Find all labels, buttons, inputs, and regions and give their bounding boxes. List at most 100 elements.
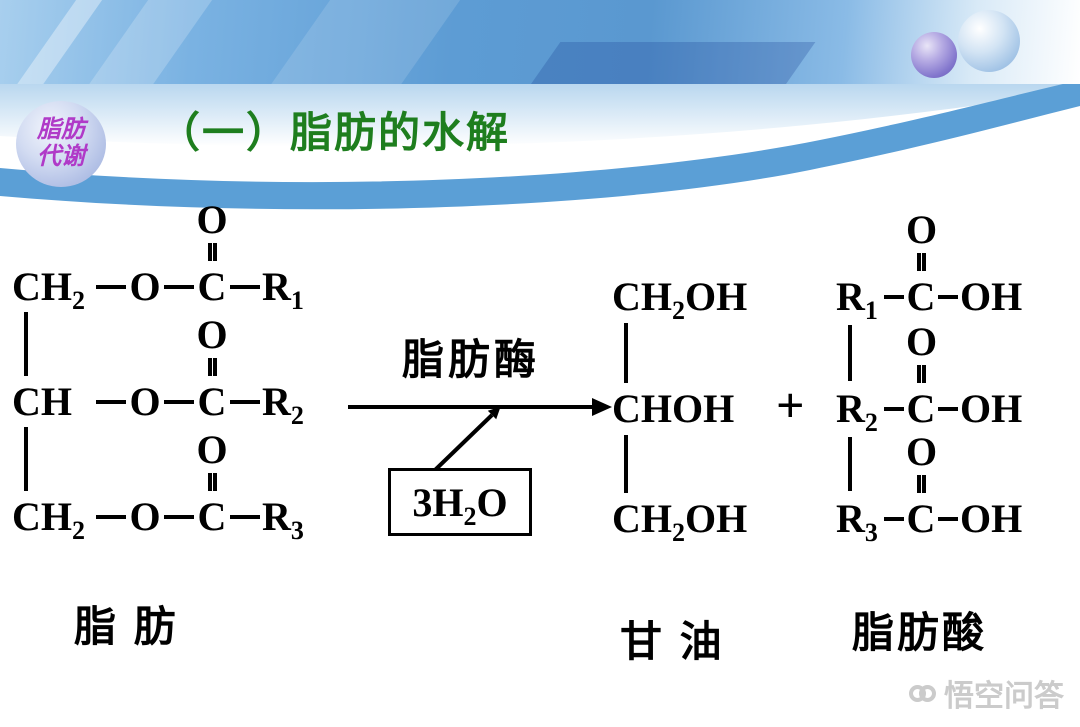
backbone-atoms: CH2 — [12, 264, 94, 314]
oxygen-atom: O — [906, 207, 938, 252]
carbonyl-carbon: C — [196, 380, 228, 424]
water-arrow-line — [432, 413, 494, 473]
vertical-bond — [624, 435, 628, 493]
carbonyl-carbon: C — [906, 275, 936, 319]
glycerol-formula: CH2OH — [612, 274, 748, 324]
oxygen-atom: O — [906, 429, 938, 474]
atom-text: R — [262, 379, 291, 424]
single-bond — [96, 400, 126, 404]
atom-text: OH — [672, 386, 735, 431]
atom-text: OH — [960, 274, 1023, 319]
hydroxyl-group: OH — [960, 387, 1022, 431]
carbonyl-oxygen-group: O — [196, 428, 228, 491]
double-bond-icon — [207, 243, 217, 261]
vertical-bond — [848, 437, 852, 491]
oxygen-atom: O — [196, 197, 228, 242]
acyl-group: R3 — [836, 496, 882, 546]
carbonyl-oxygen-group: O — [906, 319, 938, 383]
formula-text: 3H — [412, 479, 464, 525]
double-bond-icon — [916, 365, 926, 383]
fatty-acid-label: 脂肪酸 — [852, 609, 988, 656]
oxygen-atom: O — [196, 427, 228, 472]
atom-text: R — [262, 264, 291, 309]
glycerol-row-1: CH2OH — [612, 273, 748, 324]
wukong-double-ring-icon — [909, 684, 936, 702]
single-bond — [884, 407, 904, 411]
atom-text: CH — [612, 386, 672, 431]
atom-text: R — [836, 386, 865, 431]
formula-text: O — [476, 479, 508, 525]
formula-subscript: 2 — [463, 501, 477, 531]
single-bond — [884, 295, 904, 299]
glycerol-formula: CHOH — [612, 387, 734, 431]
single-bond — [884, 517, 904, 521]
atom-text: R — [836, 496, 865, 541]
atom-text: OH — [685, 496, 748, 541]
atom-text: C — [197, 494, 227, 539]
backbone-atoms: CH — [12, 380, 94, 424]
atom-text: O — [129, 264, 161, 309]
carbonyl-oxygen-group: O — [196, 313, 228, 376]
double-bond-icon — [916, 253, 926, 271]
backbone-atoms: CH2 — [12, 494, 94, 544]
header-decoration — [529, 42, 816, 85]
badge-line-2: 代谢 — [37, 143, 85, 170]
atom-text: R — [262, 494, 291, 539]
atom-text: OH — [685, 274, 748, 319]
reaction-arrows — [348, 398, 612, 473]
acyl-group: R1 — [262, 264, 304, 314]
atom-text: CH — [12, 264, 72, 309]
single-bond — [164, 400, 194, 404]
acyl-group: R2 — [262, 379, 304, 429]
ester-oxygen: O — [128, 380, 162, 424]
oxygen-atom: O — [906, 319, 938, 364]
single-bond — [938, 295, 958, 299]
glycerol-label: 甘 油 — [620, 618, 725, 665]
single-bond — [230, 515, 260, 519]
atom-text: C — [197, 379, 227, 424]
carbonyl-oxygen-group: O — [196, 198, 228, 261]
single-bond — [164, 285, 194, 289]
header-wave — [0, 84, 1080, 210]
double-bond-icon — [916, 475, 926, 493]
triglyceride-row-2: CH O C R2 — [12, 378, 304, 429]
water-box: 3H2O — [388, 468, 532, 536]
carbonyl-oxygen-group: O — [906, 207, 938, 271]
vertical-bond — [848, 325, 852, 381]
double-bond-icon — [207, 473, 217, 491]
vertical-bond — [624, 323, 628, 383]
fat-label: 脂 肪 — [74, 603, 179, 650]
glycerol-row-3: CH2OH — [612, 495, 748, 546]
badge-line-1: 脂肪 — [37, 116, 85, 144]
atom-text: O — [129, 379, 161, 424]
carbonyl-carbon: C — [906, 387, 936, 431]
acyl-group: R1 — [836, 274, 882, 324]
single-bond — [230, 285, 260, 289]
header-decoration — [7, 0, 111, 85]
atom-text: C — [906, 274, 936, 319]
vertical-bond — [24, 427, 28, 491]
atom-text: R — [836, 274, 865, 319]
atom-subscript: 2 — [72, 286, 85, 315]
glycerol-row-2: CHOH — [612, 385, 734, 433]
atom-subscript: 2 — [72, 516, 85, 545]
atom-subscript: 3 — [864, 518, 878, 547]
atom-text: CH — [12, 494, 72, 539]
carbonyl-carbon: C — [196, 495, 228, 539]
corner-badge: 脂肪 代谢 — [16, 101, 106, 187]
glycerol-formula: CH2OH — [612, 496, 748, 546]
atom-text: CH — [12, 379, 72, 424]
sphere-decoration-blue — [958, 10, 1020, 72]
acyl-group: R3 — [262, 494, 304, 544]
atom-text: C — [197, 264, 227, 309]
watermark: 悟空问答 — [909, 671, 1064, 715]
single-bond — [230, 400, 260, 404]
wave-stripe — [0, 84, 1080, 210]
fatty-acid-row-2: R2 C OH — [836, 385, 1022, 436]
atom-text: OH — [960, 386, 1023, 431]
wave-fill — [0, 84, 1080, 147]
watermark-text: 悟空问答 — [944, 680, 1064, 713]
oxygen-atom: O — [196, 312, 228, 357]
single-bond — [164, 515, 194, 519]
